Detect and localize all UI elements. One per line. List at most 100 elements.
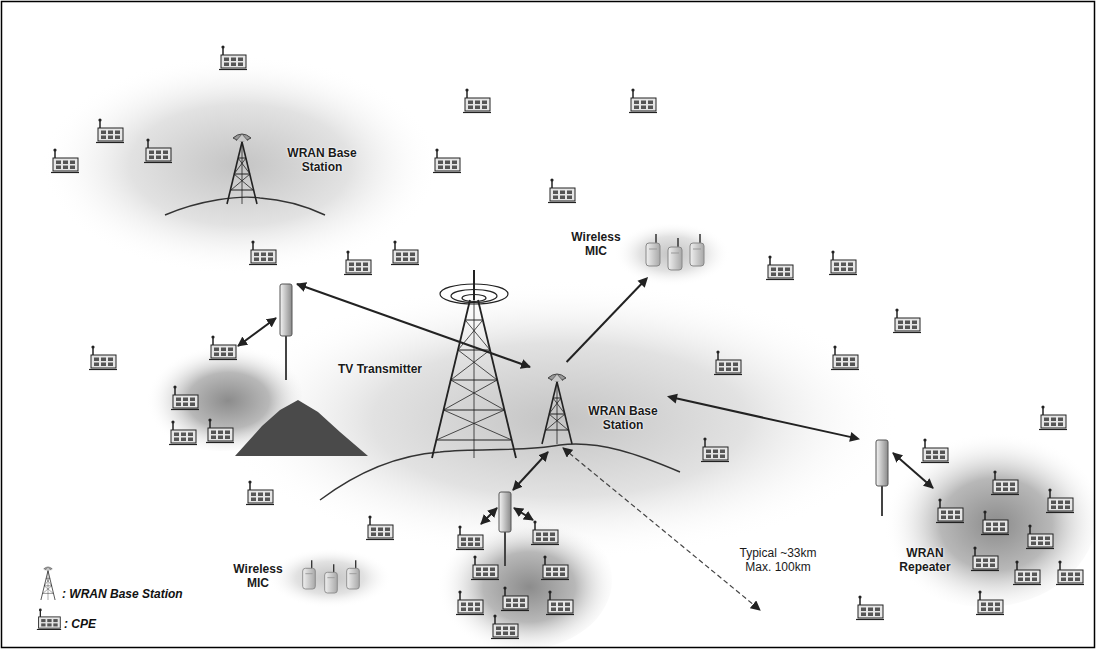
drawing-part (436, 440, 511, 441)
arrow-head (638, 277, 649, 288)
mic-glow (268, 548, 392, 608)
drawing-part (481, 508, 497, 524)
node-text: WRAN Repeater (894, 546, 956, 575)
repeater-panel (499, 492, 511, 566)
icon-instance (766, 255, 794, 279)
drawing-part (451, 350, 490, 380)
icon-instance (541, 555, 569, 579)
icon-instance (921, 438, 949, 462)
icon-instance (936, 498, 964, 522)
station-label: WRAN Base Station (284, 146, 360, 175)
cpe-cluster (873, 423, 1096, 607)
drawing-part (238, 318, 276, 346)
icon-instance (1056, 560, 1084, 584)
range-arrow (563, 448, 760, 610)
icon-instance (206, 418, 234, 442)
drawing-part (451, 380, 497, 381)
legend-text: : WRAN Base Station (62, 587, 183, 601)
icon-instance (456, 525, 484, 549)
connector-arrow (667, 394, 860, 442)
drawing-part (893, 453, 933, 488)
node-text: WRAN Base Station (583, 404, 663, 433)
drawing-part (514, 508, 533, 520)
repeater-panel (280, 284, 292, 380)
icon-instance (171, 385, 199, 409)
coverage-glow (40, 55, 440, 275)
connector-line (675, 398, 852, 437)
drawing-part (474, 300, 475, 458)
icon-instance (51, 148, 79, 172)
icon-instance (1013, 560, 1041, 584)
icon-instance (893, 308, 921, 332)
drawing-part (473, 270, 475, 300)
icon-instance (629, 88, 657, 112)
drawing-part (444, 410, 505, 411)
icon-instance (169, 420, 197, 444)
node-box: WRAN Repeater (860, 432, 960, 584)
icon-instance (471, 555, 499, 579)
mountain (235, 400, 368, 456)
legend-row: : CPE (64, 614, 96, 632)
icon-instance (144, 138, 172, 162)
drawing-part (444, 380, 498, 410)
legend-tower-icon (41, 567, 55, 600)
icon-instance (714, 350, 742, 374)
drawing-part (513, 452, 548, 490)
icon-instance (991, 470, 1019, 494)
arrow-head (667, 394, 678, 404)
cpe-icons (51, 45, 1084, 638)
legend-row: : WRAN Base Station (62, 584, 183, 602)
wireless-mic (347, 560, 360, 589)
range-label: Typical ~33km Max. 100km (728, 545, 828, 576)
icon-instance (89, 345, 117, 369)
drawing-part (499, 492, 511, 532)
icon-instance (246, 480, 274, 504)
icon-instance (1046, 488, 1074, 512)
icon-instance (463, 88, 491, 112)
transmitter-label: TV Transmitter (330, 362, 430, 376)
base-station-tower (227, 134, 257, 204)
icon-instance (1026, 524, 1054, 548)
icon-instance (96, 118, 124, 142)
wireless-mic (325, 564, 338, 593)
icon-instance (701, 437, 729, 461)
legend-cpe-icon (37, 609, 61, 630)
icon-instance (491, 614, 519, 638)
icon-instance (548, 178, 576, 202)
drawing-part (451, 380, 505, 410)
icon-instance (456, 590, 484, 614)
label-holder: Typical ~33km Max. 100km (728, 545, 828, 576)
icon-instance (976, 590, 1004, 614)
icon-instance (209, 335, 237, 359)
icon-instance (856, 595, 884, 619)
icon-instance (249, 240, 277, 264)
hill-line (165, 197, 325, 215)
icon-instance (531, 520, 559, 544)
mic-label: Wireless MIC (222, 562, 294, 591)
drawing-part (504, 530, 506, 566)
link-arrows (238, 284, 933, 524)
label-holder: WRAN Base Station (284, 146, 360, 175)
tv-transmitter (432, 270, 516, 458)
node-box: WRAN Base Station (535, 362, 667, 444)
drawing-part (436, 410, 504, 440)
icon-instance (219, 45, 247, 69)
drawing-part (458, 350, 497, 380)
hill-line (320, 444, 680, 500)
icon-instance (501, 586, 529, 610)
wireless-mic (303, 560, 316, 589)
icon-instance (829, 250, 857, 274)
icon-instance (344, 250, 372, 274)
base-station-tower (542, 374, 572, 444)
drawing-part (285, 334, 287, 380)
icon-instance (1039, 405, 1067, 429)
connector-line (567, 283, 643, 362)
icon-instance (366, 515, 394, 539)
drawing-part (876, 440, 888, 486)
drawing-part (297, 284, 530, 367)
cpe-cluster (428, 510, 612, 649)
wireless-mic (668, 238, 682, 270)
icon-instance (971, 546, 999, 570)
